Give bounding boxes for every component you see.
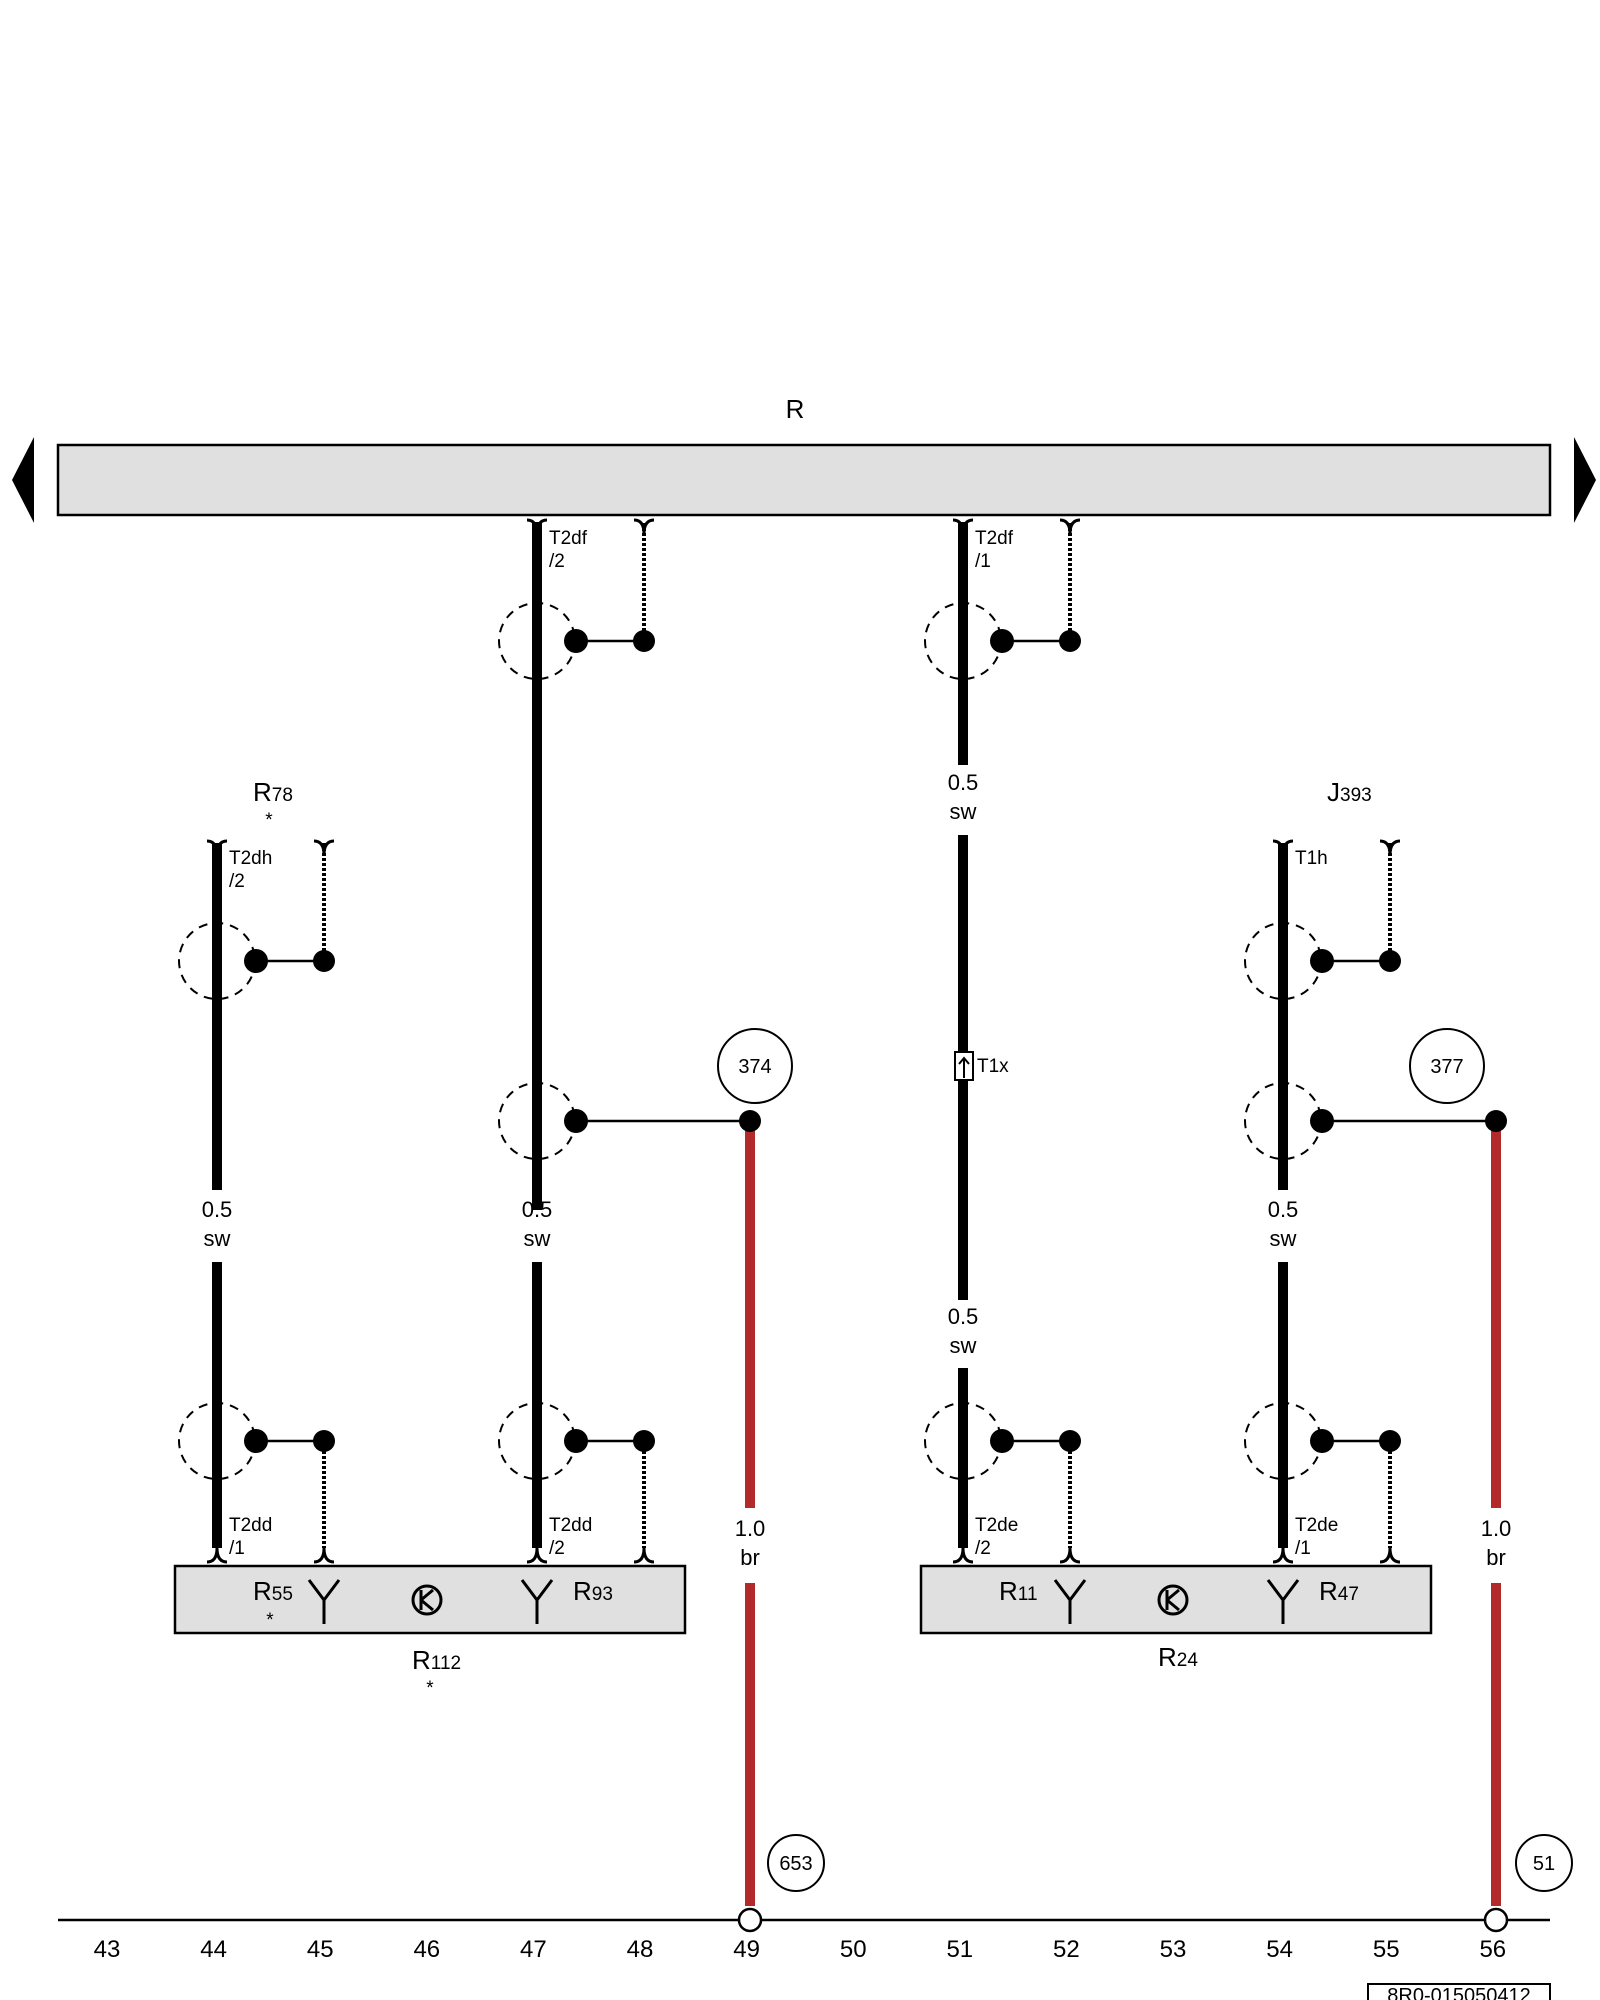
column-number: 48 — [627, 1936, 654, 1963]
antenna-icon — [307, 1579, 341, 1624]
svg-text:51: 51 — [1533, 1853, 1555, 1875]
column-number: 51 — [946, 1936, 973, 1963]
ref-377[interactable]: 377 — [1409, 1028, 1485, 1104]
ref-51[interactable]: 51 — [1515, 1834, 1573, 1892]
connector-t2dd-1: T2dd/1 — [229, 1515, 272, 1559]
amplifier-icon — [411, 1584, 443, 1616]
column-number: 45 — [307, 1936, 334, 1963]
column-number: 55 — [1373, 1936, 1400, 1963]
bus-bar — [56, 443, 1552, 517]
r24-label: R24 — [1158, 1642, 1198, 1672]
wire-column-54 — [1244, 839, 1496, 1564]
connector-t2df-1: T2df/1 — [975, 528, 1014, 572]
r112-component-box — [173, 1564, 687, 1635]
r112-label: R112 — [412, 1645, 461, 1675]
j393-label: J393 — [1327, 777, 1372, 807]
ref-374[interactable]: 374 — [717, 1028, 793, 1104]
r47-label: R47 — [1319, 1576, 1359, 1606]
ground-node-56 — [1483, 1907, 1509, 1933]
r78-star: * — [265, 810, 273, 831]
column-number: 49 — [733, 1936, 760, 1963]
column-numbers: 43 44 45 46 47 48 49 50 51 52 53 54 55 56 — [94, 1936, 1507, 1963]
ground-node-49 — [737, 1907, 763, 1933]
connector-t2df-2: T2df/2 — [549, 528, 588, 572]
wire-column-49-brown — [739, 1110, 761, 1906]
ref-653[interactable]: 653 — [767, 1834, 825, 1892]
column-number: 47 — [520, 1936, 547, 1963]
column-number: 50 — [840, 1936, 867, 1963]
svg-text:653: 653 — [779, 1853, 812, 1875]
amplifier-icon — [1157, 1584, 1189, 1616]
column-number: 52 — [1053, 1936, 1080, 1963]
connector-t1x: T1x — [977, 1056, 1009, 1077]
wire-column-56-brown — [1485, 1110, 1507, 1906]
antenna-icon — [520, 1579, 554, 1624]
column-number: 43 — [94, 1936, 121, 1963]
connector-t2de-2: T2de/2 — [975, 1515, 1018, 1559]
r93-label: R93 — [573, 1576, 613, 1606]
r55-star: * — [266, 1610, 274, 1631]
r11-label: R11 — [999, 1576, 1038, 1606]
bus-arrow-left-icon — [12, 437, 34, 523]
svg-text:377: 377 — [1430, 1056, 1463, 1078]
wire-column-51 — [924, 518, 1081, 1564]
antenna-icon — [1053, 1579, 1087, 1624]
column-number: 44 — [200, 1936, 227, 1963]
antenna-icon — [1266, 1579, 1300, 1624]
connector-t2de-1: T2de/1 — [1295, 1515, 1338, 1559]
r55-label: R55 — [253, 1576, 293, 1606]
column-number: 53 — [1160, 1936, 1187, 1963]
doc-id-box — [1367, 1983, 1551, 2000]
bus-arrow-right-icon — [1574, 437, 1596, 523]
doc-id: 8R0-015050412 — [1387, 1985, 1530, 2000]
connector-t2dh-2: T2dh/2 — [229, 848, 272, 892]
r24-component-box — [919, 1564, 1433, 1635]
bus-label: R — [786, 394, 805, 424]
r112-star: * — [426, 1678, 434, 1699]
connector-t2dd-2: T2dd/2 — [549, 1515, 592, 1559]
r78-label: R78 — [253, 777, 293, 807]
svg-text:374: 374 — [738, 1056, 771, 1078]
column-number: 46 — [413, 1936, 440, 1963]
wire-column-44 — [178, 839, 335, 1564]
connector-t1h: T1h — [1295, 848, 1328, 869]
column-number: 56 — [1479, 1936, 1506, 1963]
column-number: 54 — [1266, 1936, 1293, 1963]
wire-column-47 — [498, 518, 750, 1564]
